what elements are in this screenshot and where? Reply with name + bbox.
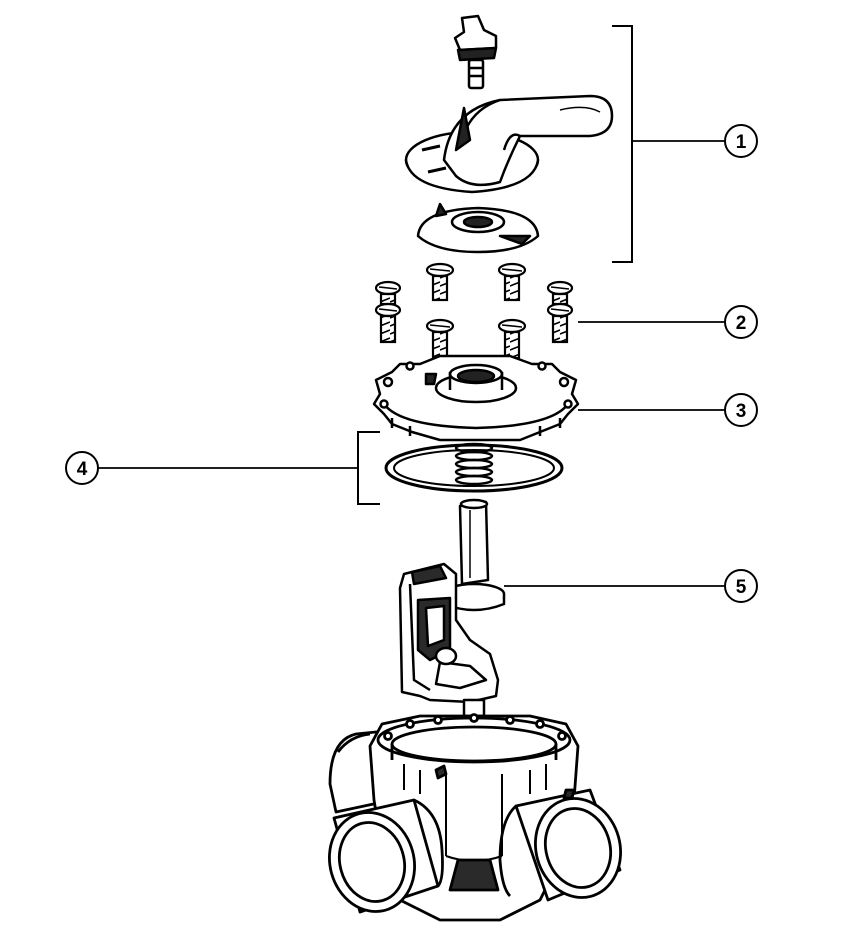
handle-lever xyxy=(404,94,614,194)
callout-2: 2 xyxy=(724,305,758,339)
callout-3: 3 xyxy=(724,393,758,427)
callout-4: 4 xyxy=(65,451,99,485)
seal-kit xyxy=(384,442,564,493)
screw xyxy=(497,318,527,360)
spring xyxy=(454,442,494,486)
valve-body xyxy=(328,713,622,922)
callout-4-label: 4 xyxy=(77,459,88,480)
screw xyxy=(374,280,402,306)
screw xyxy=(546,302,574,344)
handle-knob xyxy=(453,14,498,90)
handle-assembly xyxy=(404,14,614,254)
bracket-4 xyxy=(357,431,380,505)
screw xyxy=(546,280,574,306)
screw xyxy=(425,318,455,360)
screw xyxy=(425,262,455,302)
callout-5-label: 5 xyxy=(736,577,747,598)
callout-1-label: 1 xyxy=(736,132,747,153)
diverter-rotor xyxy=(398,498,506,718)
screw xyxy=(374,302,402,344)
callout-1: 1 xyxy=(724,124,758,158)
callout-2-label: 2 xyxy=(736,313,747,334)
cover-screws xyxy=(374,262,574,360)
port-right xyxy=(498,788,622,902)
bracket-1 xyxy=(612,25,633,263)
valve-cover xyxy=(372,354,580,442)
callout-5: 5 xyxy=(724,569,758,603)
port-left xyxy=(328,798,444,914)
handle-washer xyxy=(416,202,540,254)
callout-3-label: 3 xyxy=(736,401,747,422)
screw xyxy=(497,262,527,302)
